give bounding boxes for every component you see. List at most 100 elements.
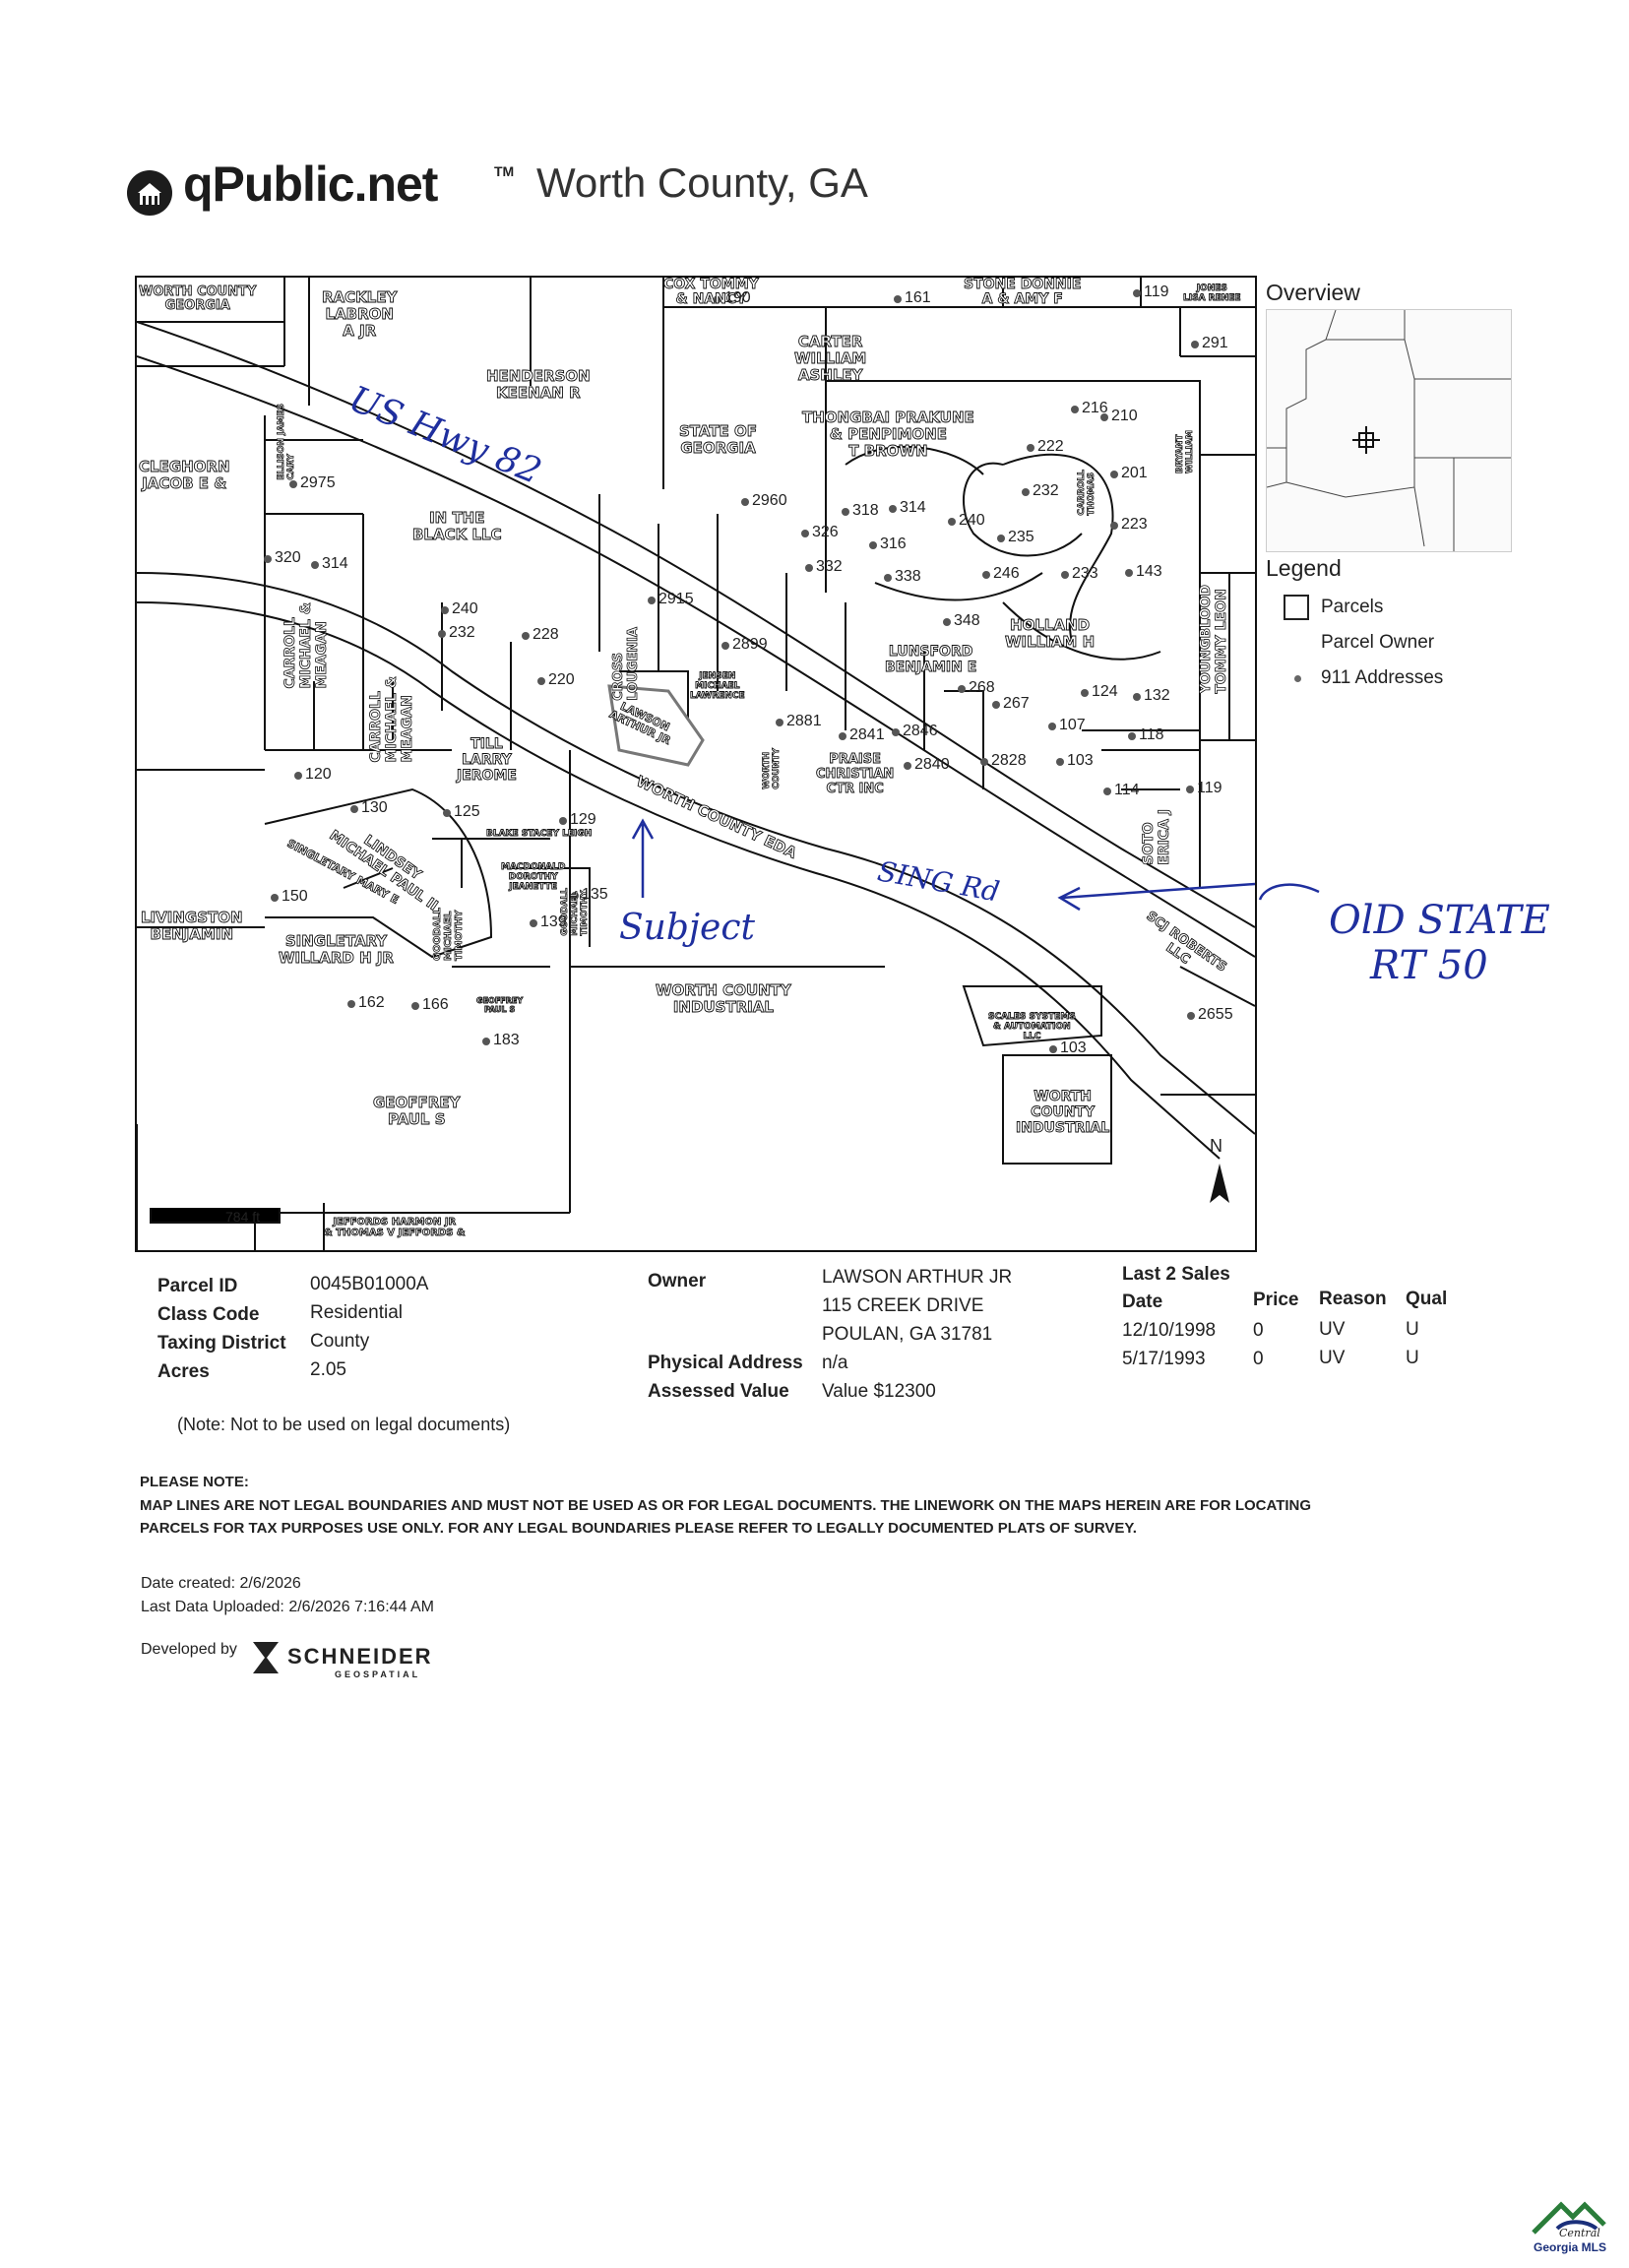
address-number: 162 xyxy=(358,994,385,1011)
address-dot xyxy=(741,498,749,506)
courthouse-logo-icon xyxy=(127,170,172,216)
sales-header-qual: Qual xyxy=(1406,1289,1448,1309)
address-dot xyxy=(904,762,911,770)
owner-label: LIVINGSTON BENJAMIN xyxy=(141,909,243,943)
parcel-id-value: 0045B01000A xyxy=(310,1274,429,1294)
parcel-id-label: Parcel ID xyxy=(157,1276,238,1296)
assessed-value-label: Assessed Value xyxy=(648,1381,789,1402)
address-number: 2841 xyxy=(849,726,885,743)
address-number: 125 xyxy=(454,803,480,820)
taxing-district-value: County xyxy=(310,1331,370,1352)
address-number: 103 xyxy=(1067,752,1094,769)
address-number: 326 xyxy=(812,524,839,540)
owner-label: WORTH COUNTY INDUSTRIAL xyxy=(1016,1089,1110,1137)
owner-label: HENDERSON KEENAN R xyxy=(486,367,592,402)
last-uploaded: Last Data Uploaded: 2/6/2026 7:16:44 AM xyxy=(141,1599,434,1615)
address-dot xyxy=(1110,522,1118,530)
legend-title: Legend xyxy=(1266,555,1342,581)
annotation-arrows xyxy=(631,818,1255,912)
overview-map[interactable] xyxy=(1266,309,1512,552)
developed-by-label: Developed by xyxy=(141,1641,237,1658)
address-number: 135 xyxy=(582,886,608,903)
address-dot xyxy=(839,732,846,740)
address-dot xyxy=(530,919,537,927)
owner-street: 115 CREEK DRIVE xyxy=(822,1295,984,1316)
schneider-logo-icon xyxy=(253,1642,279,1673)
address-number: 119 xyxy=(1197,780,1222,796)
address-number: 332 xyxy=(816,558,843,575)
address-number: 2960 xyxy=(752,492,787,509)
parcel-values: 0045B01000A Residential County 2.05 xyxy=(310,1270,428,1384)
address-dot xyxy=(1110,471,1118,478)
owner-label: WORTH COUNTY INDUSTRIAL xyxy=(656,981,792,1016)
address-number: 316 xyxy=(880,536,907,552)
address-number: 150 xyxy=(282,888,308,905)
address-dot xyxy=(980,758,988,766)
address-dot xyxy=(648,597,656,604)
watermark-name: Georgia MLS xyxy=(1534,2240,1607,2254)
address-dot xyxy=(992,701,1000,709)
address-dot xyxy=(997,535,1005,542)
address-number: 129 xyxy=(570,811,596,828)
address-number: 120 xyxy=(305,766,332,783)
legend-item-parcels: Parcels xyxy=(1321,597,1384,617)
address-dot xyxy=(1081,689,1089,697)
address-dot xyxy=(289,480,297,488)
sale-row-qual: U xyxy=(1406,1319,1419,1340)
sale-row-price: 0 xyxy=(1253,1349,1264,1369)
address-dot xyxy=(894,295,902,303)
address-dot xyxy=(943,618,951,626)
address-number: 216 xyxy=(1082,400,1108,416)
address-dot xyxy=(714,295,721,303)
address-dot xyxy=(721,642,729,650)
north-label: N xyxy=(1210,1136,1222,1156)
address-dot xyxy=(805,564,813,572)
please-note-title: PLEASE NOTE: xyxy=(140,1474,249,1490)
address-dot xyxy=(889,505,897,513)
parcels-swatch-icon xyxy=(1284,595,1309,620)
address-dot xyxy=(559,817,567,825)
address-dot xyxy=(958,685,966,693)
address-number: 190 xyxy=(724,289,751,306)
parcel-map[interactable]: WORTH COUNTY GEORGIA RACKLEY LABRON A JR… xyxy=(135,276,1257,1252)
address-dot xyxy=(571,892,579,900)
qpublic-logo[interactable]: qPublic.net xyxy=(183,157,438,212)
owner-label: WORTH COUNTY GEORGIA xyxy=(139,284,257,313)
sale-row-date: 12/10/1998 xyxy=(1122,1320,1217,1341)
assessed-value: Value $12300 xyxy=(822,1381,936,1402)
address-dot xyxy=(842,508,849,516)
address-number: 2655 xyxy=(1198,1006,1233,1023)
address-number: 118 xyxy=(1139,726,1164,743)
parcel-map-lines xyxy=(137,278,1255,1250)
owner-label: TILL LARRY JEROME xyxy=(457,736,518,785)
owner-label: IN THE BLACK LLC xyxy=(412,509,502,543)
address-dot xyxy=(1133,693,1141,701)
old-state-annotation: OlD STATE xyxy=(1329,898,1550,943)
trademark: TM xyxy=(494,163,515,179)
address-dot xyxy=(482,1038,490,1045)
old-route-annotation: RT 50 xyxy=(1370,943,1488,988)
owner-label: HOLLAND WILLIAM H xyxy=(1005,616,1096,651)
schneider-name[interactable]: SCHNEIDER xyxy=(287,1644,433,1669)
owner-label: STONE DONNIE A & AMY F xyxy=(964,277,1082,307)
address-number: 314 xyxy=(900,499,926,516)
address-dot xyxy=(869,541,877,549)
sale-row-reason: UV xyxy=(1319,1319,1346,1340)
watermark-script: Central xyxy=(1559,2227,1600,2239)
address-dot xyxy=(411,1002,419,1010)
class-code-value: Residential xyxy=(310,1302,403,1323)
address-number: 338 xyxy=(895,568,921,585)
address-number: 139 xyxy=(540,914,567,930)
sales-header-date: Date xyxy=(1122,1292,1163,1312)
address-dot xyxy=(801,530,809,537)
address-dot xyxy=(1048,723,1056,730)
sales-header-reason: Reason xyxy=(1319,1289,1387,1309)
address-number: 267 xyxy=(1003,695,1030,712)
address-number: 268 xyxy=(969,679,995,696)
date-created: Date created: 2/6/2026 xyxy=(141,1575,301,1592)
sale-row-date: 5/17/1993 xyxy=(1122,1349,1206,1369)
owner-label: CARTER WILLIAM ASHLEY xyxy=(794,333,867,384)
address-number: 233 xyxy=(1072,565,1098,582)
address-dot xyxy=(892,728,900,736)
physical-address-label: Physical Address xyxy=(648,1353,803,1373)
